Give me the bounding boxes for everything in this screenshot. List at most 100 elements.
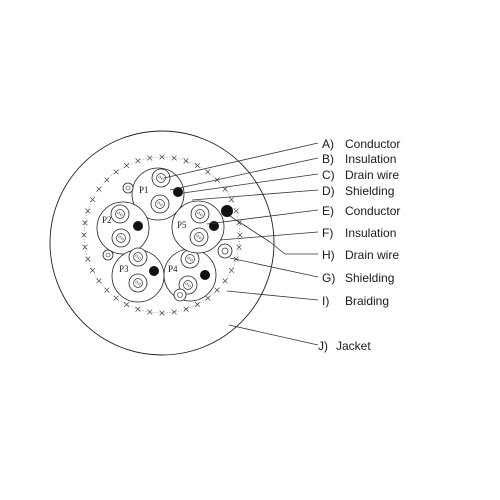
braid-cross xyxy=(135,158,141,164)
braid-cross xyxy=(104,177,110,183)
strand-mark xyxy=(199,213,203,217)
braid-cross xyxy=(96,186,102,192)
braid-cross xyxy=(159,154,165,160)
drain-wire-black xyxy=(221,205,233,217)
label-d-text: Shielding xyxy=(345,184,394,198)
label-c-letter: C) xyxy=(322,168,335,182)
braid-cross xyxy=(89,267,96,274)
label-f-letter: F) xyxy=(322,226,333,240)
braid-cross xyxy=(237,232,243,238)
strand-mark xyxy=(135,280,139,284)
conductor-circle xyxy=(133,278,143,288)
conductor-circle xyxy=(116,233,126,243)
braid-cross xyxy=(228,267,235,274)
braid-cross xyxy=(183,306,189,312)
drain-wire-small-left xyxy=(102,249,114,261)
strand-mark xyxy=(119,213,123,217)
conductor-circle xyxy=(195,209,205,219)
drain-wire-h-inner xyxy=(221,247,229,255)
drain-wire-small-top-core xyxy=(125,185,131,191)
label-i-text: Braiding xyxy=(345,294,389,308)
drain-wire-dot xyxy=(133,221,143,231)
label-i-letter: I) xyxy=(322,294,329,308)
strand-mark xyxy=(157,201,161,205)
strand-mark xyxy=(159,203,163,207)
braid-cross xyxy=(104,287,110,293)
conductor-circle xyxy=(185,254,195,264)
conductor-circle xyxy=(183,280,193,290)
braid-cross xyxy=(233,208,239,214)
braid-cross xyxy=(147,309,153,315)
label-e-letter: E) xyxy=(322,204,334,218)
drain-wire-dot xyxy=(149,266,159,276)
pair-group-4: P4 xyxy=(163,248,217,302)
pair-group-2: P2 xyxy=(96,201,150,255)
braid-cross xyxy=(82,244,88,250)
jacket-outer xyxy=(49,130,275,356)
braid-cross xyxy=(222,278,228,284)
drain-wire-small-bottom xyxy=(173,288,187,302)
drain-wire-small-left-core xyxy=(105,252,111,258)
braid-cross xyxy=(171,309,177,315)
strand-mark xyxy=(198,236,202,240)
strand-mark xyxy=(187,284,191,288)
shielding-circle xyxy=(171,200,225,254)
drain-wire-dot xyxy=(200,270,210,280)
braid-cross xyxy=(236,220,242,226)
drain-wire-small-bottom-core xyxy=(177,292,183,298)
label-c-text: Drain wire xyxy=(345,168,399,182)
label-h-letter: H) xyxy=(322,248,335,262)
braid-cross xyxy=(113,295,119,301)
shielding-circle xyxy=(131,167,185,221)
conductor-circle xyxy=(133,252,143,262)
label-f-text: Insulation xyxy=(345,226,396,240)
braid-cross xyxy=(159,310,165,316)
strand-mark xyxy=(196,234,200,238)
braid-cross xyxy=(123,162,130,169)
strand-mark xyxy=(197,211,201,215)
braid-cross xyxy=(214,287,220,293)
pair-group-3: P3 xyxy=(111,247,165,303)
braid-cross xyxy=(236,244,242,250)
strand-mark xyxy=(137,256,141,260)
braid-cross xyxy=(205,295,211,301)
strand-mark xyxy=(185,282,189,286)
leader-lines xyxy=(163,142,319,346)
conductor-circle xyxy=(115,209,125,219)
label-g-text: Shielding xyxy=(345,271,394,285)
strand-mark xyxy=(137,282,141,286)
braid-cross xyxy=(81,232,87,238)
strand-mark xyxy=(135,254,139,258)
label-b-text: Insulation xyxy=(345,152,396,166)
braid-cross xyxy=(82,220,88,226)
label-a-letter: A) xyxy=(322,137,334,151)
pair-label: P3 xyxy=(119,264,129,274)
drain-wire-small-top xyxy=(122,182,134,194)
braid-cross xyxy=(96,278,102,284)
braid-cross xyxy=(183,158,189,164)
pair-label: P4 xyxy=(168,264,178,274)
braid-cross xyxy=(171,155,177,161)
conductor-circle xyxy=(194,232,204,242)
drain-wire-h-outer xyxy=(217,243,233,259)
pair-group-1: P1 xyxy=(131,167,185,221)
braid-cross xyxy=(228,196,235,203)
conductor-circle xyxy=(155,199,165,209)
label-e-text: Conductor xyxy=(345,204,400,218)
strand-mark xyxy=(118,235,122,239)
braid-cross xyxy=(194,301,201,308)
label-h-text: Drain wire xyxy=(345,248,399,262)
strand-mark xyxy=(117,211,121,215)
braid-cross xyxy=(135,306,141,312)
label-a-text: Conductor xyxy=(345,137,400,151)
strand-mark xyxy=(160,177,164,181)
pair-label: P2 xyxy=(102,215,112,225)
label-j-letter: J) xyxy=(318,339,328,353)
braid-cross xyxy=(194,162,201,169)
braid-cross xyxy=(205,169,211,175)
pair-label: P1 xyxy=(139,185,149,195)
braid-cross xyxy=(89,196,96,203)
